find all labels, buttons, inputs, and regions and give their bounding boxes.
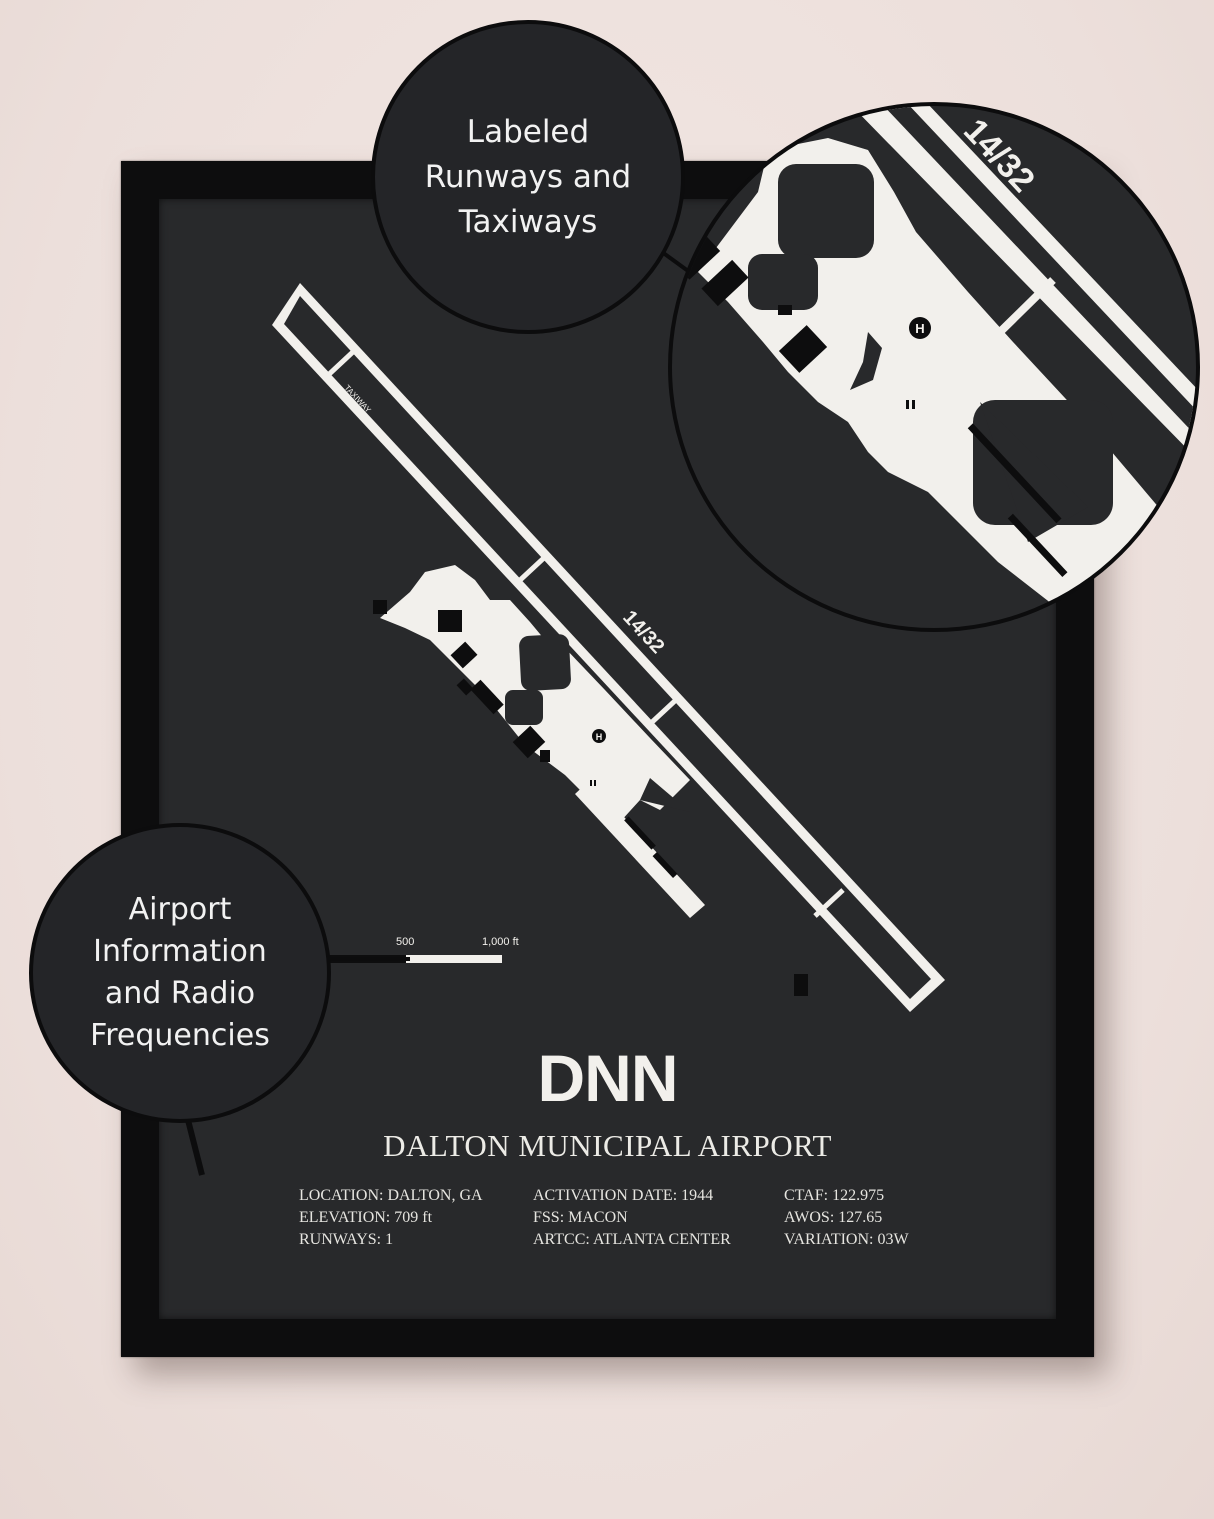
callout-top-line2: Runways and [424,158,632,195]
callout-left-line3: and Radio [104,976,256,1011]
airport-code: DNN [537,1041,679,1115]
zoom-helipad-label: H [915,321,924,336]
callout-left-line4: Frequencies [90,1018,270,1053]
scale-1000-label: 1,000 ft [482,936,519,948]
remote-building [794,974,808,996]
info-ctaf: CTAF: 122.975 [784,1187,885,1204]
helipad-icon: H [592,729,606,743]
callout-left-line1: Airport [128,892,232,927]
info-fss: FSS: MACON [533,1209,628,1226]
info-awos: AWOS: 127.65 [784,1209,883,1226]
scale-500-label: 500 [396,936,414,948]
airport-name: DALTON MUNICIPAL AIRPORT [383,1128,832,1163]
helipad-label: H [596,732,603,742]
apron-openings [438,610,690,812]
callout-left-line2: Information [93,934,267,969]
zoom-diagram: 14/32 H [675,106,1196,628]
info-column-1: LOCATION: DALTON, GA ELEVATION: 709 ft R… [299,1185,483,1251]
windsock-marks [590,780,596,786]
callout-runways-taxiways: Labeled Runways and Taxiways [371,20,685,334]
info-column-2: ACTIVATION DATE: 1944 FSS: MACON ARTCC: … [533,1185,731,1251]
info-location: LOCATION: DALTON, GA [299,1187,483,1204]
callout-top-line1: Labeled [466,113,590,150]
hangars [373,600,678,879]
callout-airport-info: Airport Information and Radio Frequencie… [29,823,331,1123]
info-activation-date: ACTIVATION DATE: 1944 [533,1187,714,1204]
callout-left-pointer [185,1119,205,1176]
runway-crossings [323,348,845,918]
info-runways: RUNWAYS: 1 [299,1231,394,1248]
callout-top-line3: Taxiways [458,203,598,240]
zoom-callout: 14/32 H [668,102,1200,632]
info-variation: VARIATION: 03W [784,1231,909,1248]
runway-14-32 [272,283,945,1012]
info-artcc: ARTCC: ATLANTA CENTER [533,1231,731,1248]
info-elevation: ELEVATION: 709 ft [299,1209,433,1226]
info-column-3: CTAF: 122.975 AWOS: 127.65 VARIATION: 03… [784,1185,909,1251]
